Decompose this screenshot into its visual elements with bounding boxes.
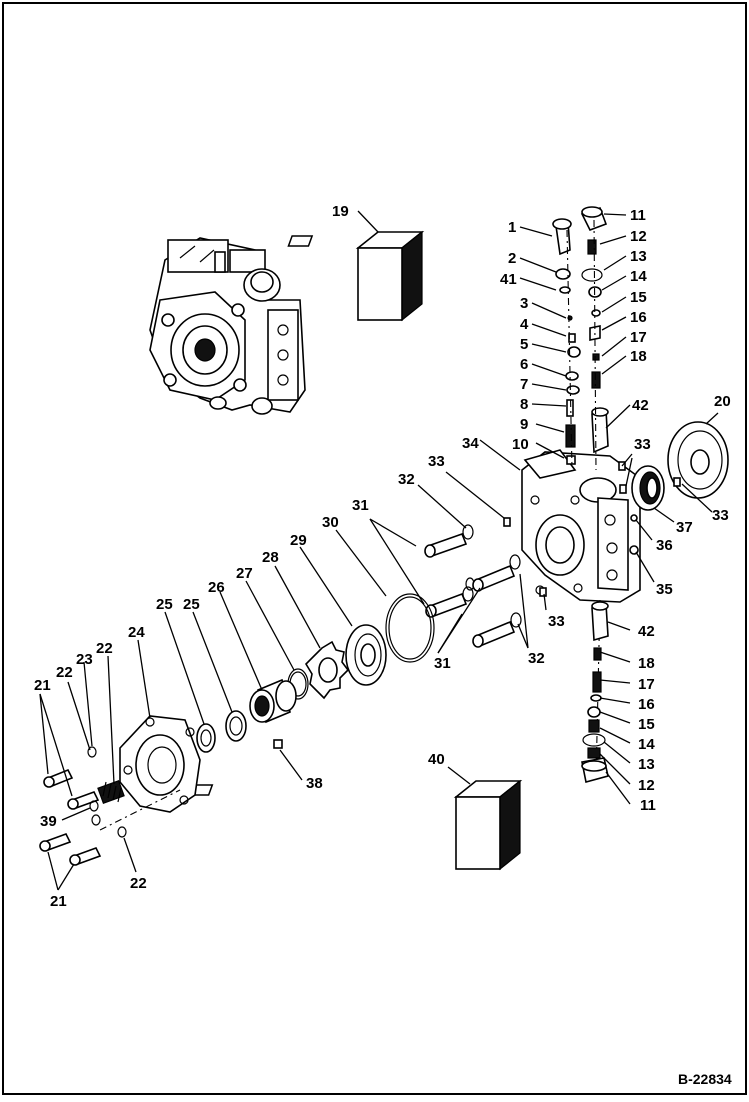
callout-36: 36: [656, 537, 673, 554]
callout-13-bottom: 13: [638, 756, 655, 773]
callout-14-top: 14: [630, 268, 647, 285]
callout-7: 7: [520, 376, 528, 393]
callout-32-b: 32: [528, 650, 545, 667]
o-ring-30: [385, 593, 435, 663]
callout-21-b: 21: [50, 893, 67, 910]
relief-valve-parts-upper-right: [566, 206, 609, 471]
callout-17-top: 17: [630, 329, 647, 346]
callout-33-d: 33: [548, 613, 565, 630]
callout-18-bottom: 18: [638, 655, 655, 672]
relief-valve-parts-lower-right: [581, 599, 609, 783]
bearing-26: [249, 678, 297, 724]
callout-19: 19: [332, 203, 349, 220]
callout-1: 1: [508, 219, 516, 236]
callout-9: 9: [520, 416, 528, 433]
callout-2: 2: [508, 250, 516, 267]
callout-25-a: 25: [183, 596, 200, 613]
gear-28: [304, 640, 350, 700]
callout-5: 5: [520, 336, 528, 353]
callout-40: 40: [428, 751, 445, 768]
callout-28: 28: [262, 549, 279, 566]
callout-41: 41: [500, 271, 517, 288]
callout-35: 35: [656, 581, 673, 598]
callout-24: 24: [128, 624, 145, 641]
callout-15-top: 15: [630, 289, 647, 306]
callout-4: 4: [520, 316, 529, 333]
callout-26: 26: [208, 579, 225, 596]
callout-31-b: 31: [434, 655, 451, 672]
callout-34: 34: [462, 435, 479, 452]
end-cover-24: [119, 715, 201, 813]
callout-11-top: 11: [630, 207, 646, 224]
thrust-plate-20: [667, 421, 729, 499]
callout-13-top: 13: [630, 248, 647, 265]
callout-labels: 1 2 41 3 4 5 6 7 8 9 10 11 12 13 14 15 1…: [34, 203, 731, 910]
pump-housing: [521, 449, 641, 603]
callout-12-bottom: 12: [638, 777, 655, 794]
callout-30: 30: [322, 514, 339, 531]
callout-16-bottom: 16: [638, 696, 655, 713]
callout-20: 20: [714, 393, 731, 410]
callout-37: 37: [676, 519, 693, 536]
callout-22-a: 22: [96, 640, 113, 657]
callout-22-c: 22: [130, 875, 147, 892]
seal-rings-25: [196, 710, 247, 753]
callout-17-bottom: 17: [638, 676, 655, 693]
callout-33-c: 33: [428, 453, 445, 470]
callout-11-bottom: 11: [640, 797, 656, 814]
callout-31-a: 31: [352, 497, 369, 514]
callout-42-bottom: 42: [638, 623, 655, 640]
callout-14-bottom: 14: [638, 736, 655, 753]
callout-12-top: 12: [630, 228, 647, 245]
callout-29: 29: [290, 532, 307, 549]
callout-16-top: 16: [630, 309, 647, 326]
callout-3: 3: [520, 295, 528, 312]
callout-38: 38: [306, 775, 323, 792]
callout-22-b: 22: [56, 664, 73, 681]
callout-25-b: 25: [156, 596, 173, 613]
callout-10: 10: [512, 436, 529, 453]
leader-lines: [39, 210, 719, 891]
callout-33-a: 33: [634, 436, 651, 453]
seal-kit-box-40: [187, 779, 523, 871]
spring-23: [97, 779, 125, 805]
callout-39: 39: [40, 813, 57, 830]
callout-15-bottom: 15: [638, 716, 655, 733]
callout-18-top: 18: [630, 348, 647, 365]
seal-kit-box-19: [287, 230, 425, 322]
callout-33-b: 33: [712, 507, 729, 524]
relief-valve-parts-upper-left: [552, 218, 581, 465]
small-pins: [273, 461, 681, 749]
callout-27: 27: [236, 565, 253, 582]
callout-6: 6: [520, 356, 528, 373]
callout-42-top: 42: [632, 397, 649, 414]
bolts-and-washers: [424, 524, 522, 648]
assembled-pump-illustration: [149, 237, 306, 415]
callout-8: 8: [520, 396, 528, 413]
bearing-37: [631, 465, 665, 511]
figure-id: B-22834: [678, 1071, 732, 1087]
wear-plate-29: [345, 624, 387, 686]
cap-screws-21: [39, 768, 102, 866]
callout-23: 23: [76, 651, 93, 668]
callout-21-a: 21: [34, 677, 51, 694]
callout-32-a: 32: [398, 471, 415, 488]
washers-22: [87, 746, 181, 838]
